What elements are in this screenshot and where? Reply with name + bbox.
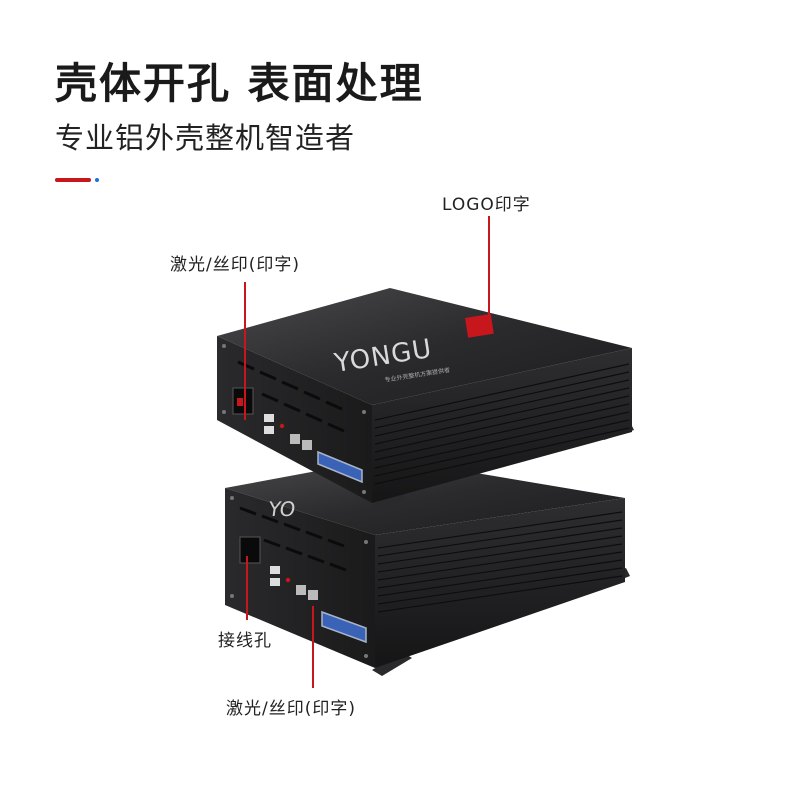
front-vents — [237, 360, 345, 433]
ethernet-port — [290, 434, 300, 444]
callout-logo-leader — [488, 216, 490, 334]
screw — [364, 654, 368, 658]
callout-laser-print-top: 激光/丝印(印字) — [170, 255, 300, 275]
ethernet-port — [296, 585, 306, 595]
top-top-face — [217, 288, 632, 405]
ethernet-port — [308, 590, 318, 600]
page-title: 壳体开孔 表面处理 — [55, 59, 424, 108]
red-bar — [55, 178, 91, 182]
heat-sink-fins — [377, 511, 623, 613]
screw — [230, 594, 234, 598]
blue-dot — [95, 178, 99, 182]
title-underline-decoration — [55, 178, 105, 183]
callout-connector-hole: 接线孔 — [218, 631, 272, 651]
screw — [362, 410, 366, 414]
callout-laser-print-bottom: 激光/丝印(印字) — [226, 699, 356, 719]
heat-sink-fins — [374, 363, 630, 485]
power-switch — [237, 398, 243, 406]
mounting-foot — [370, 492, 408, 512]
screw — [362, 490, 366, 494]
led-indicator — [279, 423, 285, 429]
led-indicator — [285, 577, 291, 583]
screw — [364, 540, 368, 544]
power-socket — [239, 536, 261, 564]
logo-mark — [465, 313, 494, 338]
usb-port — [264, 426, 274, 434]
callout-laser-bottom-leader — [312, 606, 314, 688]
callout-logo-print: LOGO印字 — [442, 195, 531, 215]
top-enclosure: YONGU 专业外壳整机方案提供者 — [217, 288, 634, 512]
front-vents — [239, 506, 347, 572]
top-side-face — [372, 348, 632, 503]
screw — [222, 410, 226, 414]
screw — [222, 344, 226, 348]
bottom-side-face — [375, 498, 625, 668]
callout-laser-top-leader — [244, 282, 246, 420]
bottom-enclosure: YO — [225, 458, 630, 676]
screw — [230, 496, 234, 500]
db-connector — [317, 450, 363, 484]
usb-port — [264, 414, 274, 422]
bottom-brand-text: YO — [266, 497, 297, 521]
usb-port — [270, 578, 280, 586]
ethernet-port — [302, 440, 312, 450]
db-connector — [321, 610, 367, 644]
usb-port — [270, 566, 280, 574]
callout-connector-leader — [246, 556, 248, 620]
page-subtitle: 专业铝外壳整机智造者 — [55, 121, 356, 155]
